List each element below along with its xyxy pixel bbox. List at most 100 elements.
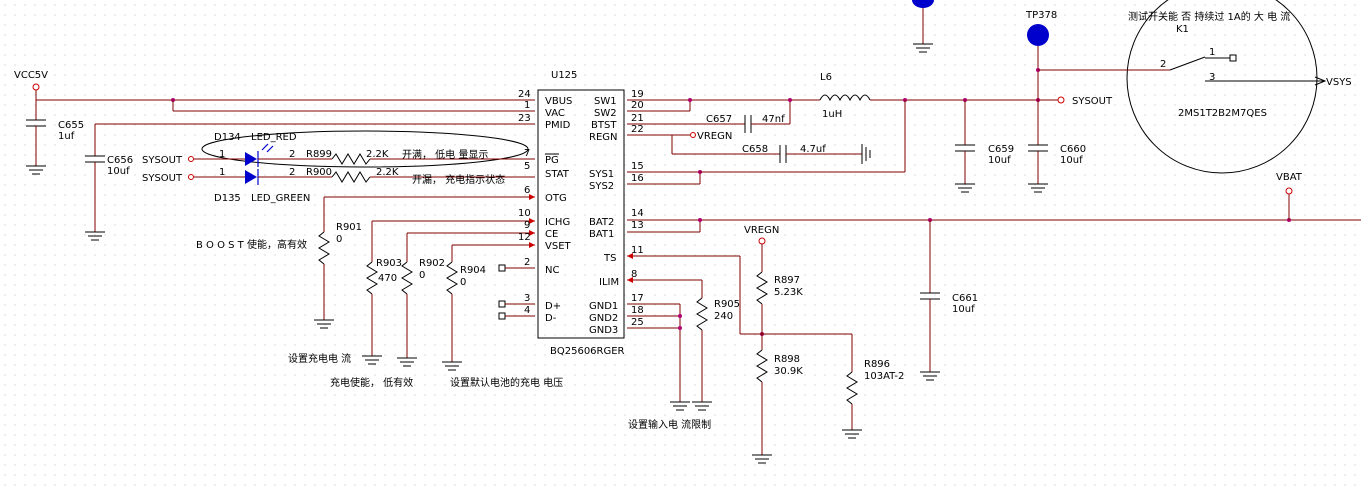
capacitor-c661: C661 10uf [920, 220, 978, 381]
chip-part: BQ25606RGER [550, 346, 625, 357]
pin-name-ilim: ILIM [599, 277, 619, 288]
r896-ref: R896 [864, 359, 890, 370]
chip-ref: U125 [551, 70, 577, 81]
pin-name-sys2: SYS2 [589, 181, 614, 192]
pin-num-gnd2: 18 [631, 305, 644, 316]
pin-name-ts: TS [603, 253, 616, 264]
capacitor-c660: C660 10uf [1028, 100, 1086, 193]
r903-value: 470 [378, 273, 397, 284]
switch-k1: 测试开关能 否 持续过 1A的 大 电 流 K1 2MS1T2B2M7QES 1… [1126, 0, 1352, 174]
vregn-chip-label: VREGN [697, 131, 732, 142]
pin-num-sw1: 19 [631, 89, 644, 100]
r902-value: 0 [419, 270, 425, 281]
r903-ref: R903 [376, 258, 402, 269]
vregn-top-label: VREGN [744, 225, 779, 236]
d134-ref: D134 [214, 132, 241, 143]
sysout-led1-label: SYSOUT [142, 155, 183, 166]
k1-pin1: 1 [1209, 47, 1215, 58]
r905-ref: R905 [714, 299, 740, 310]
note-full-charge: 开满， 低电 量显示 [402, 148, 488, 161]
d135-pin-k: 2 [289, 167, 295, 178]
chip-left-pins: 24 VBUS 1 VAC 23 PMID PG 5 STAT 6 OTG 10… [324, 89, 572, 324]
c658-value: 4.7uf [800, 144, 826, 155]
pin-num-sys1: 15 [631, 161, 644, 172]
resistor-r896: R896 103AT-2 [842, 334, 904, 439]
r896-value: 103AT-2 [864, 371, 904, 382]
resistor-r904: R904 0 [442, 245, 486, 371]
resistor-r898: R898 30.9K [752, 334, 803, 464]
switch-note: 测试开关能 否 持续过 1A的 大 电 流 [1128, 10, 1290, 23]
pin-name-vbus: VBUS [545, 96, 572, 107]
c660-value: 10uf [1060, 155, 1083, 166]
vcc5v-input: VCC5V [14, 70, 535, 101]
pin-name-pg: PG [545, 155, 559, 166]
pin-name-sys1: SYS1 [589, 169, 614, 180]
r897-value: 5.23K [774, 287, 803, 298]
pin-num-sys2: 16 [631, 173, 644, 184]
d134-pin-k: 2 [289, 149, 295, 160]
r901-ref: R901 [336, 222, 362, 233]
capacitor-c659: C659 10uf [955, 100, 1014, 193]
c661-value: 10uf [952, 304, 975, 315]
pin-name-bat1: BAT1 [589, 229, 614, 240]
pin-name-otg: OTG [545, 193, 567, 204]
r902-ref: R902 [419, 258, 445, 269]
capacitor-c656: C656 10uf [85, 123, 535, 241]
led-d135: SYSOUT 1 2 D135 LED_GREEN [142, 167, 332, 204]
resistor-r905: R905 240 [692, 280, 740, 411]
k1-part: 2MS1T2B2M7QES [1178, 108, 1267, 119]
note-input-limit: 设置输入电 流限制 [628, 418, 711, 431]
r898-ref: R898 [774, 354, 800, 365]
inductor-l6: L6 1uH [819, 72, 871, 120]
pin-name-dm: D- [545, 313, 557, 324]
capacitor-c657: C657 47nf [627, 98, 792, 133]
d135-value: LED_GREEN [251, 193, 310, 204]
pin-num-otg: 6 [524, 185, 530, 196]
pin-num-pmid: 23 [518, 113, 531, 124]
r899-ref: R899 [306, 149, 332, 160]
pin-name-gnd1: GND1 [589, 301, 618, 312]
pin-num-sw2: 20 [631, 100, 644, 111]
pin-name-sw2: SW2 [594, 108, 617, 119]
resistor-r902: R902 0 [397, 233, 445, 367]
pin-num-vset: 12 [518, 232, 531, 243]
pin-name-regn: REGN [589, 132, 618, 143]
r898-value: 30.9K [774, 366, 803, 377]
pin-name-nc: NC [545, 265, 559, 276]
d135-pin-a: 1 [219, 167, 225, 178]
note-charge-indicator: 开漏， 充电指示状态 [412, 173, 505, 186]
resistor-r897: R897 5.23K [756, 244, 803, 334]
pin-num-ilim: 8 [631, 269, 637, 280]
l6-value: 1uH [822, 109, 842, 120]
c657-value: 47nf [762, 114, 785, 125]
note-default-voltage: 设置默认电池的充电 电压 [450, 376, 563, 389]
c655-ref: C655 [58, 120, 84, 131]
note-charge-enable: 充电使能， 低有效 [330, 376, 413, 389]
d134-pin-a: 1 [219, 149, 225, 160]
pin-num-nc: 2 [524, 257, 530, 268]
k1-pin2: 2 [1160, 59, 1166, 70]
pin-num-vbus: 24 [518, 89, 531, 100]
pin-name-gnd3: GND3 [589, 325, 618, 336]
pin-num-bat1: 13 [631, 220, 644, 231]
vsys-label: VSYS [1326, 77, 1352, 88]
r900-value: 2.2K [376, 167, 399, 178]
k1-pin3: 3 [1209, 72, 1215, 83]
vbat-label: VBAT [1276, 172, 1303, 183]
pin-name-btst: BTST [591, 120, 617, 131]
capacitor-c655: C655 1uf [26, 100, 84, 175]
test-point-tp378[interactable]: TP378 [1025, 10, 1057, 46]
pin-num-gnd1: 17 [631, 293, 644, 304]
r904-value: 0 [460, 277, 466, 288]
pin7-label: 7 [524, 148, 530, 159]
pin-num-ce: 9 [524, 220, 530, 231]
pin-name-vac: VAC [545, 108, 565, 119]
note-set-charge-current: 设置充电电 流 [288, 352, 351, 365]
pin-num-regn: 22 [631, 124, 644, 135]
pin-name-pmid: PMID [545, 120, 571, 131]
r900-ref: R900 [306, 167, 332, 178]
pin-num-dm: 4 [524, 305, 530, 316]
pin-num-gnd3: 25 [631, 317, 644, 328]
r904-ref: R904 [460, 265, 486, 276]
